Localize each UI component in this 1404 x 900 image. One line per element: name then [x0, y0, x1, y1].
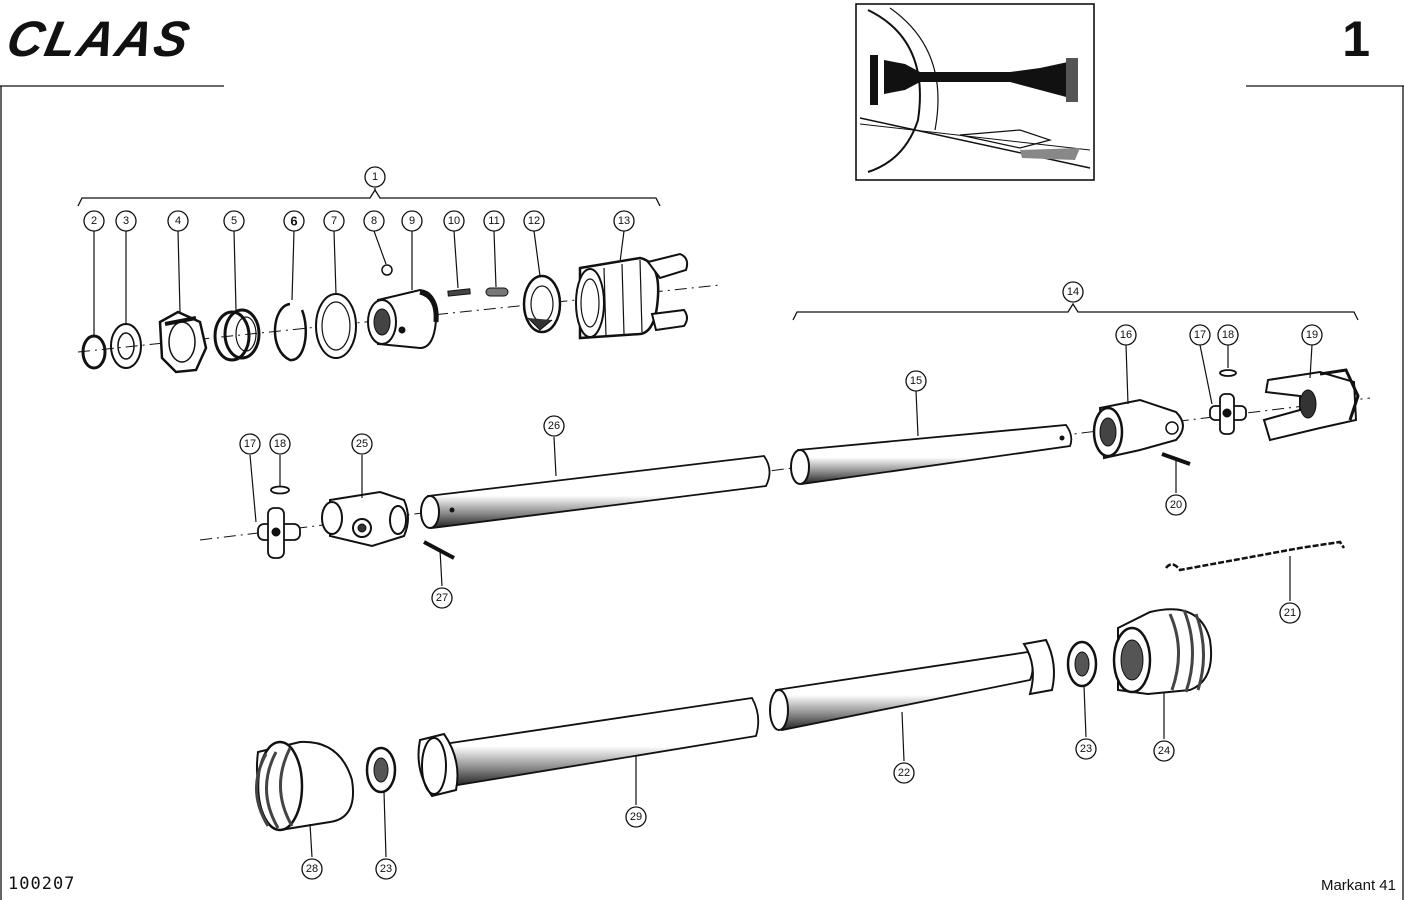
part-16-yoke: [1092, 398, 1184, 460]
callout-17-a: 17: [1194, 329, 1206, 341]
callout-29: 29: [630, 811, 642, 823]
part-17-cross-a: [1209, 393, 1247, 435]
callout-11: 11: [488, 215, 499, 227]
callout-18-a: 18: [1222, 329, 1234, 341]
callout-24: 24: [1158, 745, 1170, 757]
callout-14: 14: [1067, 286, 1079, 298]
part-23-bearing-ring-b: [365, 746, 397, 794]
part-18-ring-b: [270, 485, 290, 495]
callout-3: 3: [123, 215, 129, 227]
bracket-group-14: [792, 302, 1359, 321]
callout-17-b: 17: [244, 438, 256, 450]
part-8-ball: [381, 264, 393, 276]
callout-1: 1: [372, 171, 378, 183]
part-24-guard-cone: [1112, 608, 1212, 696]
callout-8: 8: [371, 215, 377, 227]
callout-25: 25: [356, 438, 368, 450]
part-12-retainer: [522, 274, 562, 334]
page-frame: [0, 85, 1404, 900]
model-name: Markant 41: [1320, 877, 1396, 894]
part-19-yoke: [1262, 368, 1360, 442]
part-11-spring: [485, 287, 509, 297]
part-21-chain: [1165, 540, 1346, 572]
callout-23-a: 23: [1080, 743, 1092, 755]
bracket-group-1: [77, 188, 661, 207]
page-number: 1: [1342, 11, 1370, 67]
callout-layer: [93, 230, 1313, 858]
callout-6: 6: [290, 214, 297, 229]
callout-19: 19: [1306, 329, 1318, 341]
part-20-pin: [1161, 452, 1191, 466]
callout-labels: 1 2 3 4 5 6 7 8 9 10 11 12 13 14 15 16 1…: [91, 171, 1318, 875]
callout-15: 15: [910, 375, 922, 387]
callout-12: 12: [528, 215, 540, 227]
callout-28: 28: [306, 863, 318, 875]
callout-5: 5: [231, 215, 237, 227]
part-4-nut: [158, 310, 208, 374]
callout-7: 7: [331, 215, 337, 227]
callout-26: 26: [548, 420, 560, 432]
part-28-guard-cone: [255, 740, 354, 832]
part-5-bushing: [213, 308, 261, 362]
part-29-outer-guard-tube: [417, 697, 760, 798]
part-7-seal: [315, 293, 357, 359]
callout-20: 20: [1170, 499, 1182, 511]
part-2-ring: [81, 334, 107, 370]
part-23-bearing-ring-a: [1066, 640, 1098, 688]
part-27-pin: [423, 540, 455, 560]
callout-27: 27: [436, 592, 448, 604]
part-25-yoke: [321, 490, 409, 548]
part-9-hub: [367, 288, 439, 350]
part-13-yoke: [575, 252, 689, 340]
part-22-inner-guard-tube: [769, 638, 1055, 732]
document-number: 100207: [8, 874, 76, 894]
part-15-inner-tube: [790, 424, 1073, 486]
callout-9: 9: [409, 215, 415, 227]
part-17-cross-b: [257, 507, 301, 559]
part-6-snap-ring: [273, 302, 308, 362]
callout-21: 21: [1284, 607, 1296, 619]
callout-16: 16: [1120, 329, 1132, 341]
callout-23-b: 23: [380, 863, 392, 875]
part-18-ring-a: [1219, 369, 1237, 377]
part-26-outer-tube: [420, 455, 771, 530]
callout-2: 2: [91, 215, 97, 227]
callout-13: 13: [618, 215, 630, 227]
callout-22: 22: [898, 767, 910, 779]
callout-4: 4: [175, 215, 181, 227]
callout-bubbles: [83, 166, 1323, 880]
part-3-washer: [110, 323, 142, 369]
location-inset: [855, 3, 1095, 181]
callout-10: 10: [448, 215, 460, 227]
callout-18-b: 18: [274, 438, 286, 450]
part-10-pin: [447, 288, 471, 297]
